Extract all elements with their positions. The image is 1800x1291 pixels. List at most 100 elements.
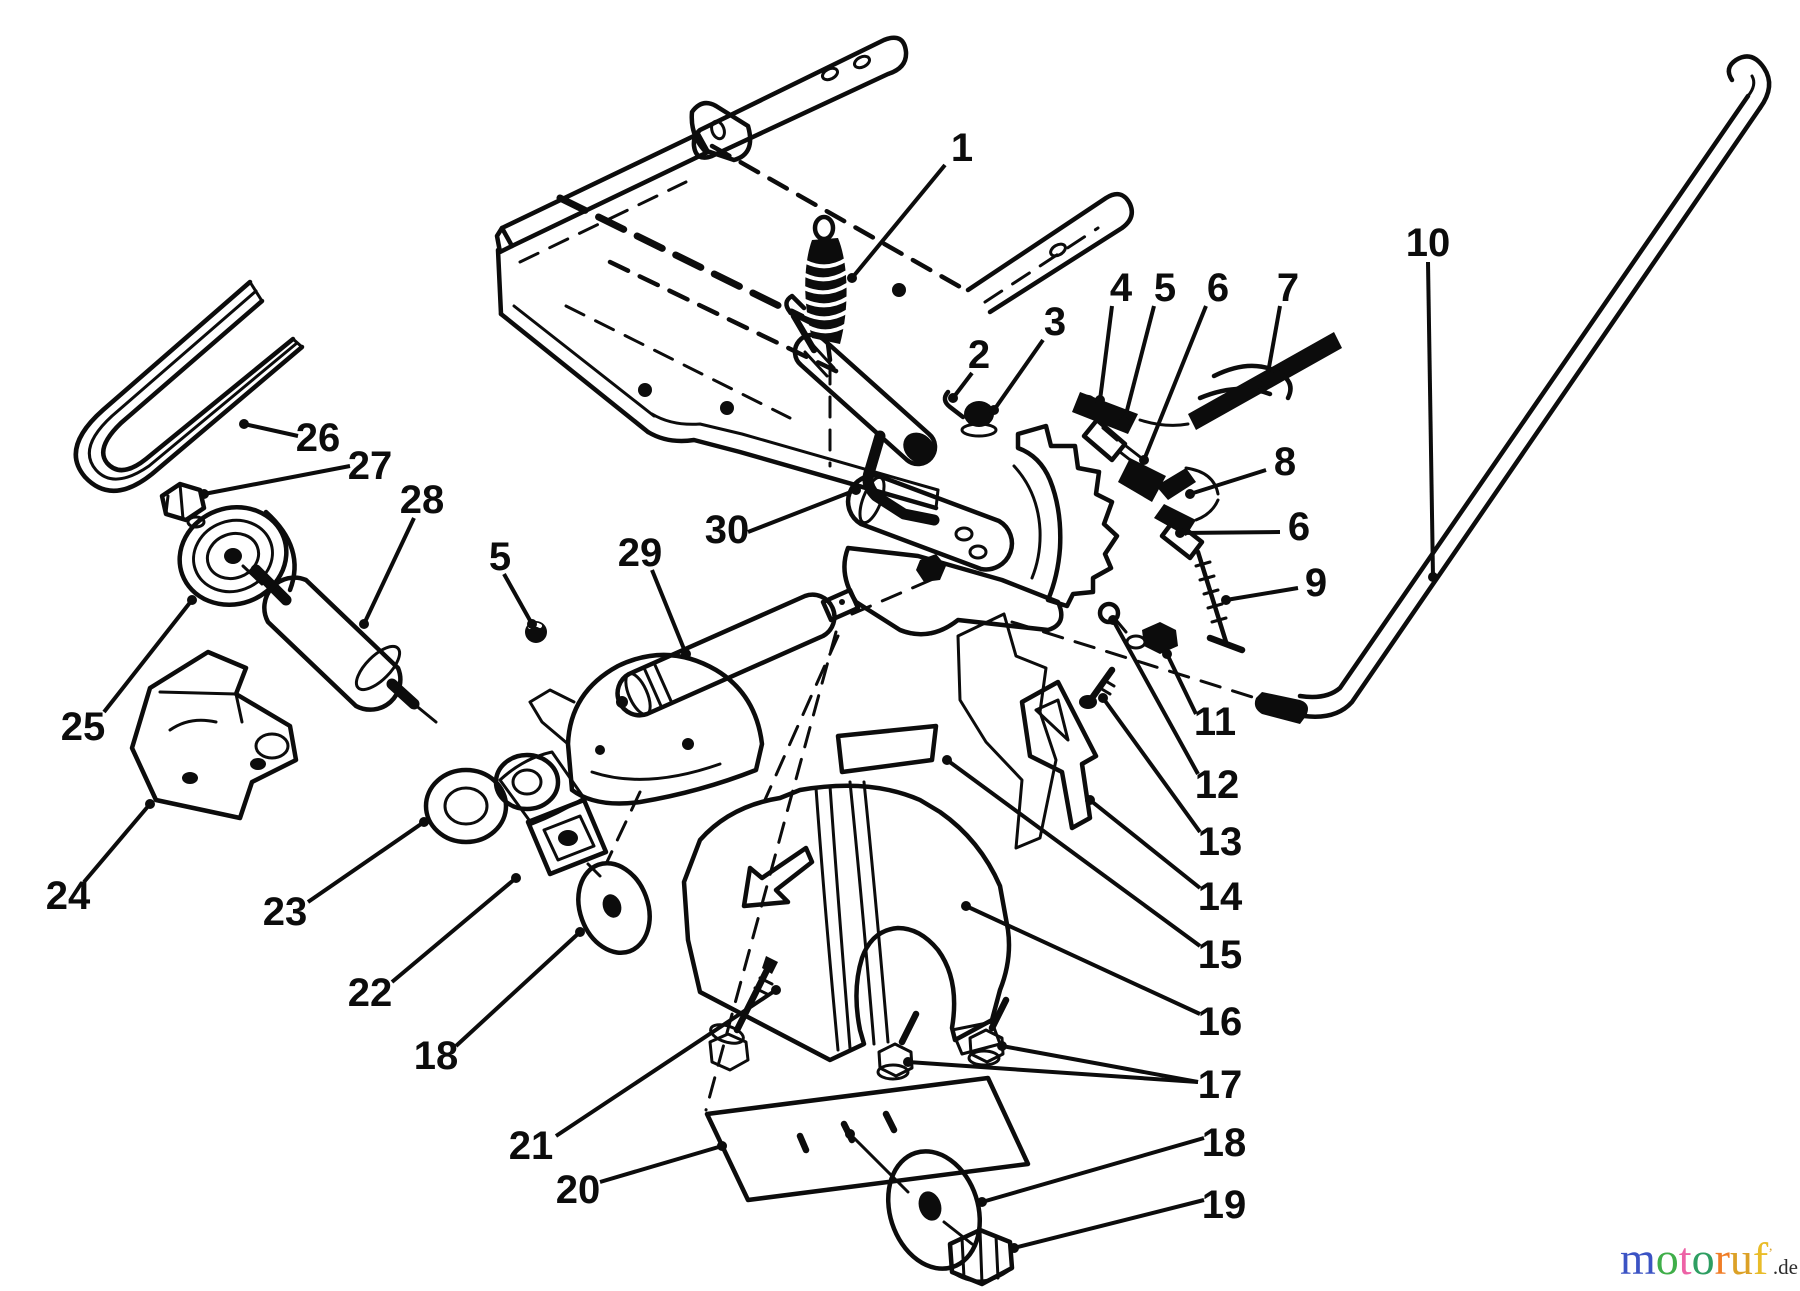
leader-dot-22 [511,873,521,883]
leader-dot-26 [239,419,249,429]
leader-dot-8 [1185,489,1195,499]
leader-dot-17 [997,1041,1007,1051]
leader-line-21 [554,988,778,1138]
leader-dot-11 [1162,649,1172,659]
part-callout-8: 8 [1274,440,1296,484]
clutch-cable-assembly [1072,332,1342,654]
motoruf-logo: motoruf’.de [1620,1233,1798,1284]
pto-shaft [615,574,942,718]
part-callout-21: 21 [509,1124,554,1168]
leader-line-16 [965,904,1201,1016]
logo-letter: o [1655,1233,1679,1284]
leader-dot-13 [1098,693,1108,703]
leader-line-17 [907,1060,1199,1084]
control-rod [1254,54,1772,724]
part-callout-18: 18 [1202,1121,1247,1165]
part-callout-20: 20 [556,1168,601,1212]
part-callout-6: 6 [1207,266,1229,310]
leader-line-10 [1426,261,1435,578]
part-callout-28: 28 [400,478,445,522]
part-callout-17: 17 [1198,1063,1243,1107]
part-callout-9: 9 [1305,561,1327,605]
leader-dot-7 [1261,379,1271,389]
leader-dot-28 [359,619,369,629]
leader-dot-16 [961,901,971,911]
part-callout-4: 4 [1110,266,1133,310]
idler-pulley-25 [177,505,297,607]
logo-letter: r [1714,1233,1730,1284]
part-callout-1: 1 [951,126,973,170]
leader-dot-3 [989,405,999,415]
leader-line-9 [1225,586,1299,602]
leader-line-22 [390,876,518,984]
leader-line-28 [362,517,416,625]
carriage-bolt-21 [708,956,778,1072]
chassis-frame [494,35,1134,511]
leader-line-7 [1264,305,1282,385]
leader-dot-25 [187,595,197,605]
link-hardware [942,389,1264,709]
leader-line-18 [981,1136,1205,1204]
leader-line-13 [1101,696,1202,834]
bracket-plates [956,612,1099,850]
leader-line-1 [850,163,947,280]
leader-dot-12 [1108,615,1118,625]
leader-dot-18 [575,927,585,937]
logo-letter: t [1678,1233,1692,1284]
leader-dot-17 [903,1057,913,1067]
leader-line-19 [1013,1198,1205,1250]
leader-dot-10 [1428,572,1438,582]
drive-belt-26 [73,279,305,493]
leader-dot-19 [1009,1243,1019,1253]
leader-line-14 [1088,798,1202,890]
logo-tld: .de [1772,1255,1798,1279]
leader-line-12 [1111,619,1200,775]
part-callout-11: 11 [1194,700,1236,744]
washer-18-bottom [885,1149,983,1271]
leader-dot-5 [1119,417,1129,427]
part-callout-15: 15 [1198,933,1243,977]
leader-line-6 [1142,305,1208,461]
part-callout-18: 18 [414,1034,459,1078]
trademark-mark: ’ [1768,1246,1773,1262]
part-callout-22: 22 [348,971,393,1015]
nut-19 [947,1227,1015,1287]
part-callout-30: 30 [705,508,750,552]
part-callout-10: 10 [1406,221,1451,265]
leader-line-18 [454,930,582,1048]
leader-dot-2 [948,393,958,403]
leader-dot-23 [419,817,429,827]
nut-27 [159,481,207,529]
bushing-22 [525,797,609,878]
gear-housing [423,630,840,1112]
leader-line-6 [1179,530,1281,535]
part-callout-2: 2 [968,333,990,377]
leader-dot-21 [771,985,781,995]
leader-dot-29 [681,649,691,659]
leader-line-17 [1001,1044,1199,1084]
part-callout-26: 26 [296,416,341,460]
leader-dot-9 [1221,595,1231,605]
leader-line-5 [1122,305,1156,423]
motoruf-wordmark: motoruf [1620,1233,1768,1284]
part-callout-16: 16 [1198,1000,1243,1044]
leader-line-29 [650,569,688,655]
slide-plate-20 [704,1075,1031,1203]
washer-18-left [576,790,652,956]
part-callout-5: 5 [1154,266,1176,310]
leader-dot-24 [145,799,155,809]
part-callout-25: 25 [61,705,106,749]
leader-line-2 [951,371,974,400]
leader-dot-6 [1139,455,1149,465]
leader-line-24 [82,802,152,884]
leader-dot-5 [527,619,537,629]
leader-dot-30 [851,485,861,495]
part-callout-23: 23 [263,890,308,934]
leader-line-11 [1165,653,1198,715]
leader-dot-6 [1175,528,1185,538]
leader-line-20 [599,1144,723,1184]
belt-cover [681,780,1012,1081]
part-callout-3: 3 [1044,300,1066,344]
